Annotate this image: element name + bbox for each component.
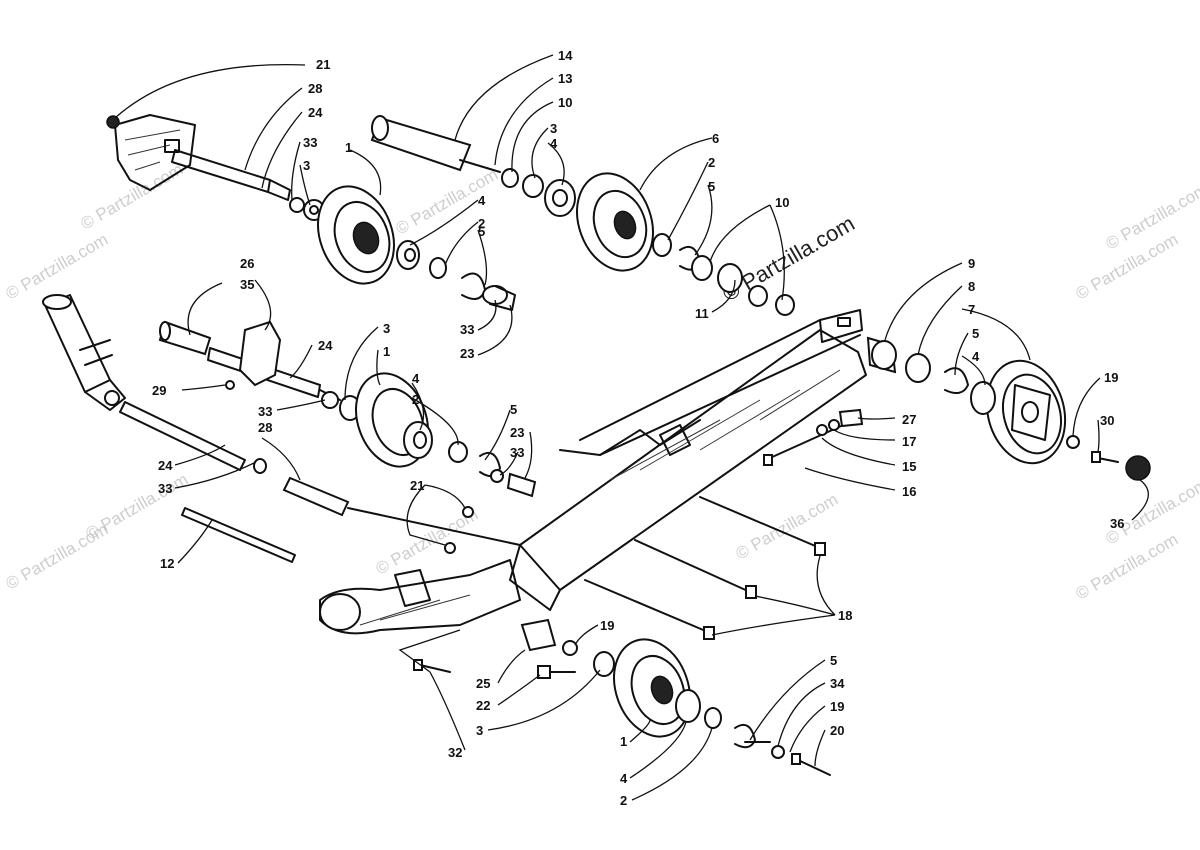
lower-shafts (119, 401, 521, 563)
sleeve-tube (370, 115, 576, 217)
callout-14: 14 (558, 48, 573, 63)
callout-2: 2 (620, 793, 627, 808)
callout-3: 3 (476, 723, 483, 738)
callout-19: 19 (830, 699, 844, 714)
callout-17: 17 (902, 434, 916, 449)
callout-24: 24 (158, 458, 173, 473)
callout-5: 5 (972, 326, 979, 341)
watermark-text: © Partzilla.com (1073, 530, 1182, 604)
callout-28: 28 (258, 420, 272, 435)
callout-5: 5 (478, 224, 485, 239)
callout-7: 7 (968, 302, 975, 317)
watermark-text: © Partzilla.com (78, 160, 187, 234)
watermark-text: © Partzilla.com (1103, 475, 1200, 549)
callout-numbers: 21 28 24 33 3 1 14 13 10 3 4 6 2 5 10 11… (152, 48, 1124, 808)
callout-33: 33 (258, 404, 272, 419)
cross-shaft-arm (158, 320, 361, 421)
callout-23: 23 (510, 425, 524, 440)
nut-icon (106, 115, 120, 129)
callout-4: 4 (478, 193, 486, 208)
callout-1: 1 (383, 344, 390, 359)
callout-25: 25 (476, 676, 490, 691)
idler-wheel-middle (355, 372, 537, 498)
callout-9: 9 (968, 256, 975, 271)
callout-30: 30 (1100, 413, 1114, 428)
callout-5: 5 (708, 179, 715, 194)
callout-33: 33 (303, 135, 317, 150)
callout-20: 20 (830, 723, 844, 738)
callout-4: 4 (550, 136, 558, 151)
callout-36: 36 (1110, 516, 1124, 531)
callout-3: 3 (383, 321, 390, 336)
callout-23: 23 (460, 346, 474, 361)
callout-5: 5 (830, 653, 837, 668)
callout-8: 8 (968, 279, 975, 294)
callout-4: 4 (972, 349, 980, 364)
callout-33: 33 (158, 481, 172, 496)
front-arm (319, 559, 521, 635)
callout-24: 24 (308, 105, 323, 120)
callout-12: 12 (160, 556, 174, 571)
callout-10: 10 (558, 95, 572, 110)
callout-33: 33 (460, 322, 474, 337)
callout-19: 19 (600, 618, 614, 633)
callout-18: 18 (838, 608, 852, 623)
callout-21: 21 (410, 478, 424, 493)
callout-19: 19 (1104, 370, 1118, 385)
callout-1: 1 (345, 140, 352, 155)
callout-28: 28 (308, 81, 322, 96)
callout-10: 10 (775, 195, 789, 210)
idler-wheel-top (576, 172, 795, 316)
callout-1: 1 (620, 734, 627, 749)
callout-6: 6 (712, 131, 719, 146)
callout-2: 2 (708, 155, 715, 170)
shock-absorber (42, 294, 126, 411)
callout-4: 4 (620, 771, 628, 786)
rear-wheel (866, 336, 1151, 481)
callout-22: 22 (476, 698, 490, 713)
callout-13: 13 (558, 71, 572, 86)
callout-29: 29 (152, 383, 166, 398)
callout-2: 2 (478, 216, 485, 231)
frame-rail (509, 309, 867, 611)
callout-34: 34 (830, 676, 845, 691)
callout-21: 21 (316, 57, 330, 72)
watermark-text: © Partzilla.com (83, 470, 192, 544)
callout-27: 27 (902, 412, 916, 427)
watermark-text: © Partzilla.com (3, 230, 112, 304)
callout-35: 35 (240, 277, 254, 292)
idler-wheel-lower (413, 618, 831, 776)
callout-5: 5 (510, 402, 517, 417)
callout-32: 32 (448, 745, 462, 760)
callout-26: 26 (240, 256, 254, 271)
callout-16: 16 (902, 484, 916, 499)
callout-11: 11 (695, 306, 709, 321)
long-bolts (584, 408, 864, 640)
watermark-center-text: © Partzilla.com (718, 211, 859, 307)
idler-wheel-upper-left (317, 185, 516, 311)
callout-2: 2 (412, 392, 419, 407)
callout-4: 4 (412, 371, 420, 386)
callout-3: 3 (303, 158, 310, 173)
callout-24: 24 (318, 338, 333, 353)
callout-15: 15 (902, 459, 916, 474)
leader-lines (114, 54, 1149, 801)
callout-3: 3 (550, 121, 557, 136)
callout-33: 33 (510, 445, 524, 460)
mount-bracket (106, 114, 196, 191)
